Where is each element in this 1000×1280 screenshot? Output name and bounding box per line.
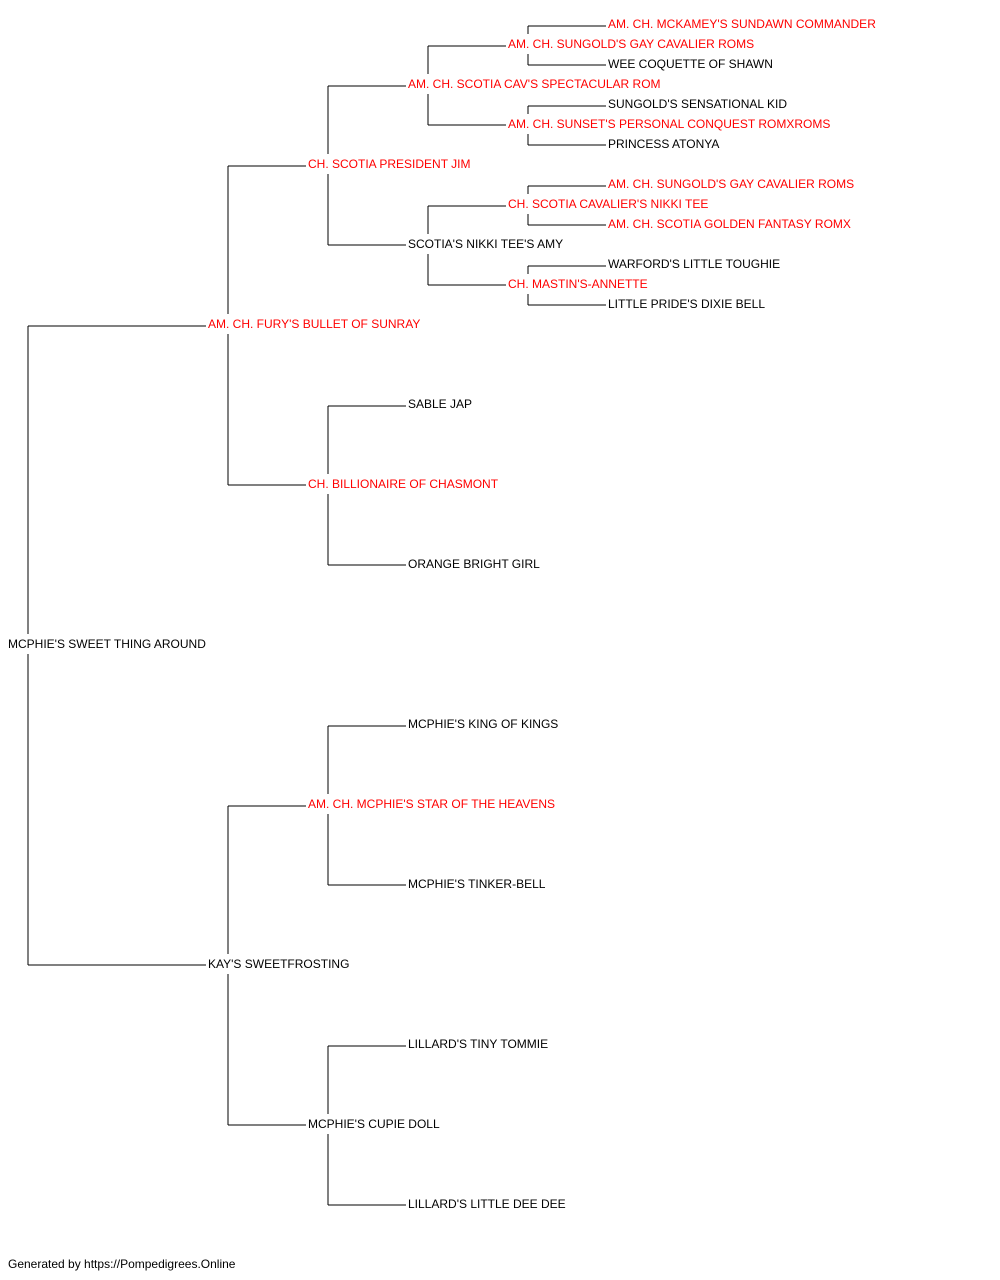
pedigree-node-gen3[interactable]: MCPHIE'S KING OF KINGS	[408, 717, 558, 731]
pedigree-node-gen2[interactable]: MCPHIE'S CUPIE DOLL	[308, 1117, 440, 1131]
pedigree-node-gen5[interactable]: AM. CH. SCOTIA GOLDEN FANTASY ROMX	[608, 217, 851, 231]
pedigree-node-gen5[interactable]: AM. CH. SUNGOLD'S GAY CAVALIER ROMS	[608, 177, 854, 191]
footer-credit: Generated by https://Pompedigrees.Online	[8, 1257, 236, 1271]
pedigree-node-gen2[interactable]: CH. BILLIONAIRE OF CHASMONT	[308, 477, 499, 491]
pedigree-node-gen4[interactable]: CH. SCOTIA CAVALIER'S NIKKI TEE	[508, 197, 708, 211]
pedigree-node-gen5[interactable]: SUNGOLD'S SENSATIONAL KID	[608, 97, 787, 111]
pedigree-node-gen5[interactable]: WEE COQUETTE OF SHAWN	[608, 57, 773, 71]
pedigree-node-gen1[interactable]: AM. CH. FURY'S BULLET OF SUNRAY	[208, 317, 420, 331]
pedigree-node-gen5[interactable]: LITTLE PRIDE'S DIXIE BELL	[608, 297, 765, 311]
pedigree-node-gen3[interactable]: SABLE JAP	[408, 397, 472, 411]
pedigree-node-gen4[interactable]: AM. CH. SUNSET'S PERSONAL CONQUEST ROMXR…	[508, 117, 830, 131]
pedigree-node-gen4[interactable]: AM. CH. SUNGOLD'S GAY CAVALIER ROMS	[508, 37, 754, 51]
pedigree-node-gen5[interactable]: WARFORD'S LITTLE TOUGHIE	[608, 257, 780, 271]
pedigree-node-gen4[interactable]: CH. MASTIN'S-ANNETTE	[508, 277, 648, 291]
pedigree-node-gen1[interactable]: KAY'S SWEETFROSTING	[208, 957, 349, 971]
pedigree-node-gen0[interactable]: MCPHIE'S SWEET THING AROUND	[8, 637, 206, 651]
pedigree-node-gen3[interactable]: SCOTIA'S NIKKI TEE'S AMY	[408, 237, 563, 251]
pedigree-node-gen3[interactable]: LILLARD'S LITTLE DEE DEE	[408, 1197, 566, 1211]
pedigree-node-gen2[interactable]: CH. SCOTIA PRESIDENT JIM	[308, 157, 470, 171]
pedigree-node-gen3[interactable]: LILLARD'S TINY TOMMIE	[408, 1037, 548, 1051]
pedigree-node-gen3[interactable]: AM. CH. SCOTIA CAV'S SPECTACULAR ROM	[408, 77, 661, 91]
pedigree-node-gen5[interactable]: AM. CH. MCKAMEY'S SUNDAWN COMMANDER	[608, 17, 876, 31]
pedigree-node-gen3[interactable]: MCPHIE'S TINKER-BELL	[408, 877, 546, 891]
pedigree-node-gen5[interactable]: PRINCESS ATONYA	[608, 137, 719, 151]
pedigree-node-gen2[interactable]: AM. CH. MCPHIE'S STAR OF THE HEAVENS	[308, 797, 555, 811]
pedigree-node-gen3[interactable]: ORANGE BRIGHT GIRL	[408, 557, 540, 571]
